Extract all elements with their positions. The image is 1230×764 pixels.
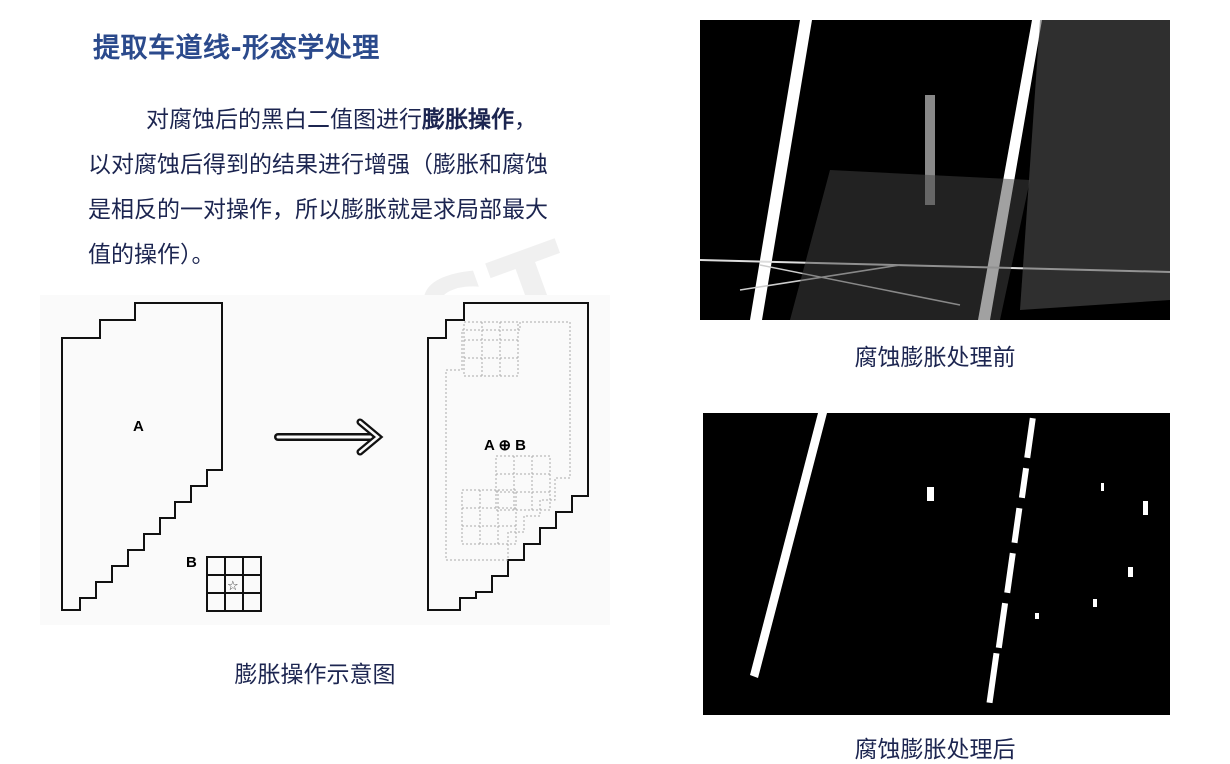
photo-before	[699, 20, 1171, 320]
paragraph-bold-text: 膨胀操作	[422, 107, 514, 133]
dilation-diagram: A B ☆ A ⊕ B	[40, 295, 610, 625]
photo-after	[703, 413, 1170, 715]
paragraph-text: 对腐蚀后的黑白二值图进行	[146, 107, 422, 133]
label-a: A	[133, 418, 144, 435]
structuring-element-b	[206, 556, 262, 612]
after-caption: 腐蚀膨胀处理后	[854, 737, 1016, 763]
diagram-caption: 膨胀操作示意图	[234, 662, 396, 688]
shape-a	[61, 302, 223, 611]
dilation-diagram-svg: A B ☆ A ⊕ B	[61, 302, 589, 612]
label-b: B	[186, 554, 197, 571]
label-result: A ⊕ B	[484, 437, 526, 454]
original-shape-dotted	[445, 321, 571, 561]
description-paragraph: 对腐蚀后的黑白二值图进行膨胀操作，以对腐蚀后得到的结果进行增强（膨胀和腐蚀是相反…	[88, 98, 548, 278]
star-icon: ☆	[227, 579, 239, 594]
paragraph-text: ，以对腐蚀后得到的结果进行增强（膨胀和腐蚀是相反的一对操作，所以膨胀就是求局部最…	[88, 107, 548, 268]
after-lane-image	[750, 413, 1148, 704]
before-caption: 腐蚀膨胀处理前	[854, 345, 1016, 371]
arrow-icon	[274, 418, 384, 456]
slide-title: 提取车道线-形态学处理	[93, 33, 380, 64]
shape-dilated	[427, 302, 589, 611]
before-lane-image	[699, 20, 1171, 320]
